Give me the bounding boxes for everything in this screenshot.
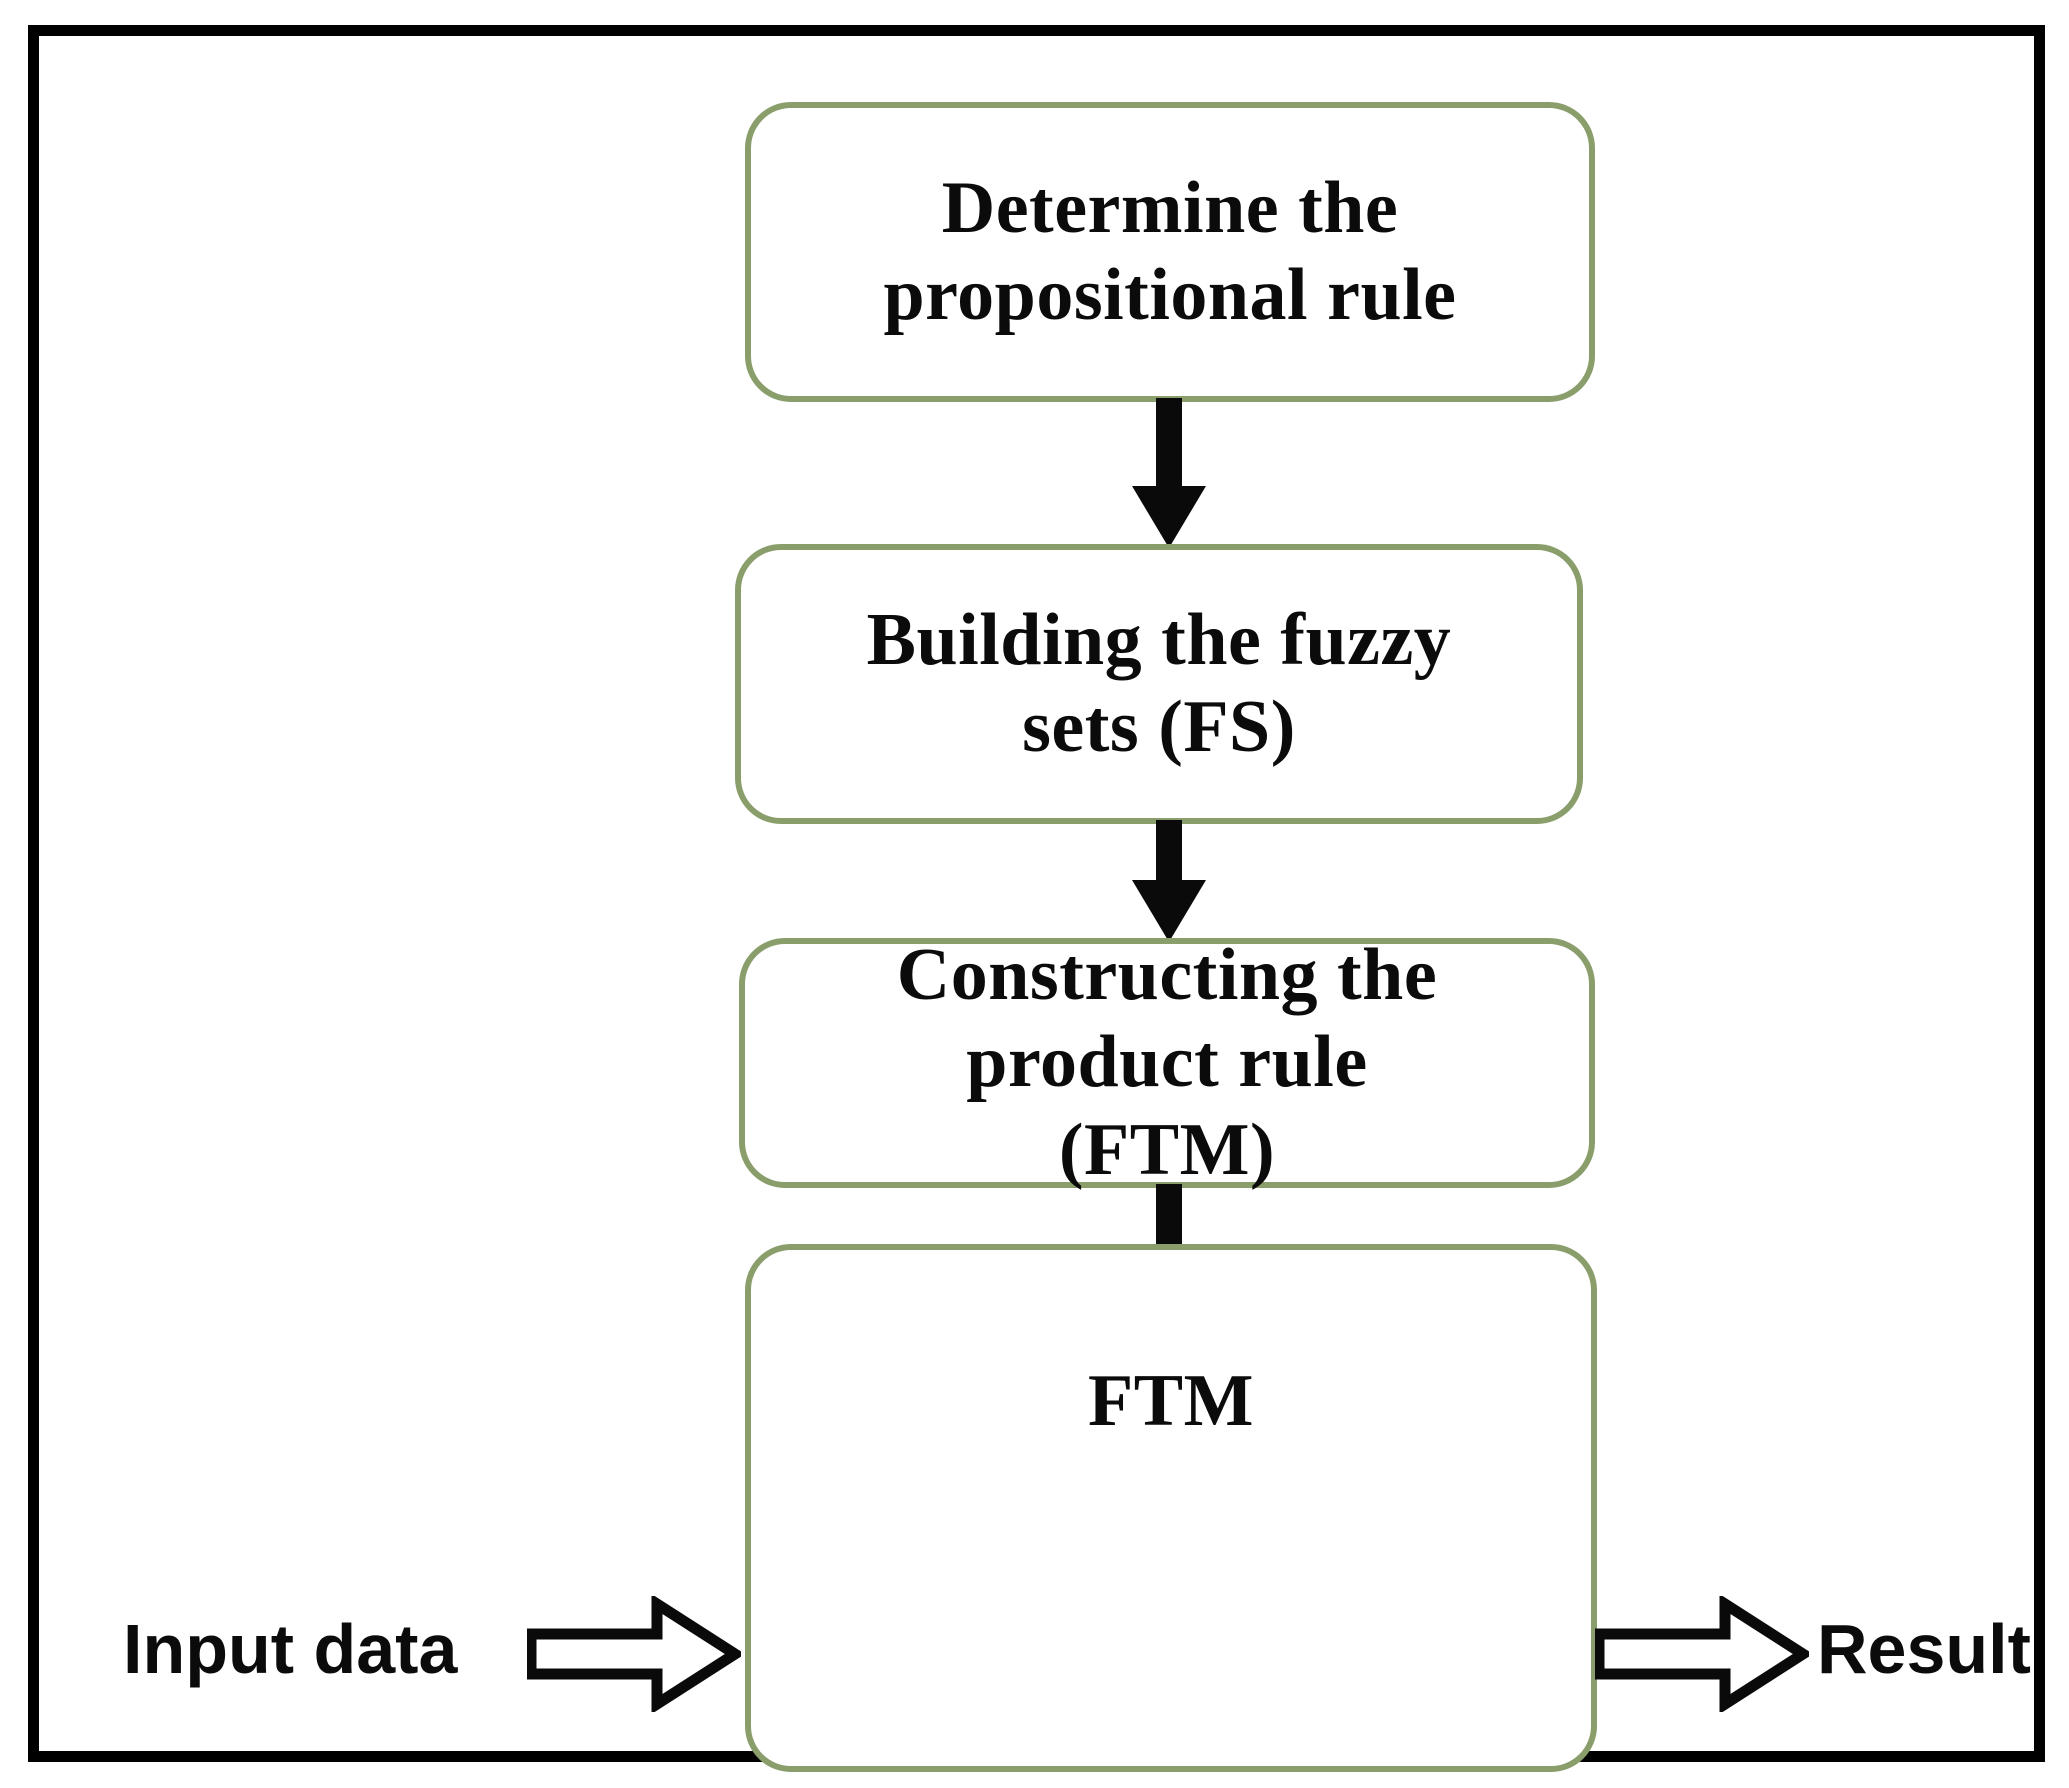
arrow-head xyxy=(1132,880,1206,942)
input-data-label: Input data xyxy=(123,1610,458,1688)
arrow-down-building-to-constructing xyxy=(1132,820,1206,942)
node-label: FTM xyxy=(1088,1360,1254,1442)
arrow-head xyxy=(1132,486,1206,548)
arrow-stem xyxy=(1156,398,1182,494)
node-ftm[interactable]: FTM xyxy=(745,1244,1597,1772)
arrow-stem xyxy=(1156,820,1182,888)
node-building-fuzzy-sets[interactable]: Building the fuzzy sets (FS) xyxy=(735,544,1583,824)
node-label: Constructing the product rule (FTM) xyxy=(896,934,1438,1191)
arrow-stem xyxy=(1156,1184,1182,1252)
block-arrow-right-output-icon xyxy=(1595,1596,1809,1712)
node-label: Building the fuzzy sets (FS) xyxy=(866,598,1452,768)
arrow-down-determine-to-building xyxy=(1132,398,1206,548)
result-label: Result xyxy=(1817,1610,2031,1688)
outer-frame-border: Determine the propositional rule Buildin… xyxy=(28,25,2045,1772)
node-determine-propositional-rule[interactable]: Determine the propositional rule xyxy=(745,102,1595,402)
node-constructing-product-rule[interactable]: Constructing the product rule (FTM) xyxy=(739,934,1595,1191)
node-label: Determine the propositional rule xyxy=(883,166,1457,336)
block-arrow-right-input-icon xyxy=(527,1596,741,1712)
